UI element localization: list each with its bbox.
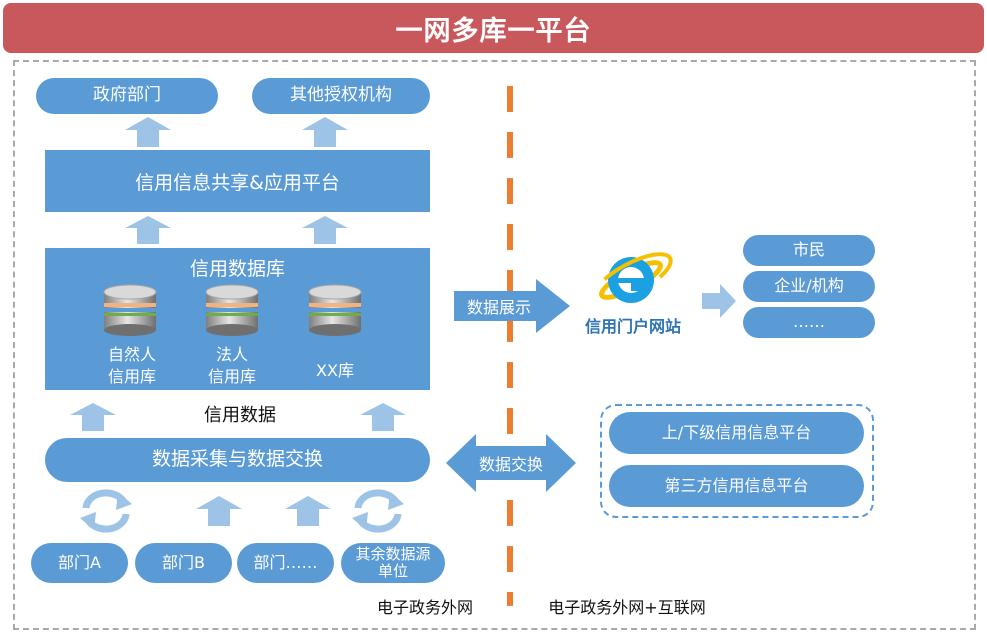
credit-sharing-platform: 信用信息共享&应用平台 [45,150,430,212]
public-more: …… [743,307,875,338]
external-upper-lower-platform: 上/下级信用信息平台 [609,412,864,454]
database-cylinder-icon [205,284,259,336]
source-dept-more: 部门…… [237,543,334,583]
up-arrow-icon [125,117,171,147]
up-arrow-icon [125,216,171,244]
db-label-line2: 信用库 [107,367,156,386]
database-cylinder-icon [103,284,157,336]
display-arrow-icon [454,279,570,333]
source-other-line2: 单位 [377,562,408,580]
credit-database-title: 信用数据库 [189,257,285,280]
up-arrow-icon [196,496,242,526]
db-label-line1: 法人 [215,345,248,364]
credit-data-label: 信用数据 [204,405,276,426]
public-citizens: 市民 [743,235,875,266]
up-arrow-icon [360,403,406,431]
network-divider [507,86,513,606]
source-other-units: 其余数据源 单位 [341,543,445,583]
database-cylinder-icon [308,284,362,336]
legal-person-db-label: 法人 信用库 [192,344,272,388]
data-display-label: 数据展示 [466,298,531,317]
xx-db-label: XX库 [295,360,375,382]
db-label-line1: XX库 [316,361,354,380]
up-arrow-icon [302,216,348,244]
right-arrow-icon [702,284,736,318]
external-third-party-platform: 第三方信用信息平台 [609,465,864,507]
db-label-line1: 自然人 [107,345,156,364]
network-label-left: 电子政务外网 [376,598,473,617]
page-title: 一网多库一平台 [3,3,984,53]
source-other-line1: 其余数据源 [355,544,431,563]
public-enterprises: 企业/机构 [743,271,875,302]
up-arrow-icon [285,496,331,526]
source-dept-b: 部门B [135,543,232,583]
consumer-gov: 政府部门 [36,78,218,114]
consumer-other-institutions: 其他授权机构 [252,78,430,114]
up-arrow-icon [302,117,348,147]
up-arrow-icon [70,403,116,431]
network-label-right: 电子政务外网+互联网 [548,598,706,617]
natural-person-db-label: 自然人 信用库 [92,344,172,388]
exchange-double-arrow-icon [446,434,576,492]
credit-portal-label: 信用门户网站 [584,317,681,336]
external-platforms-group [600,404,874,518]
browser-e-icon [599,252,673,303]
diagram-frame [13,60,976,630]
data-collection-exchange: 数据采集与数据交换 [45,438,430,482]
refresh-cycle-icon [352,489,404,533]
db-label-line2: 信用库 [207,367,256,386]
source-dept-a: 部门A [31,543,128,583]
data-exchange-label: 数据交换 [478,455,543,474]
refresh-cycle-icon [80,489,132,533]
